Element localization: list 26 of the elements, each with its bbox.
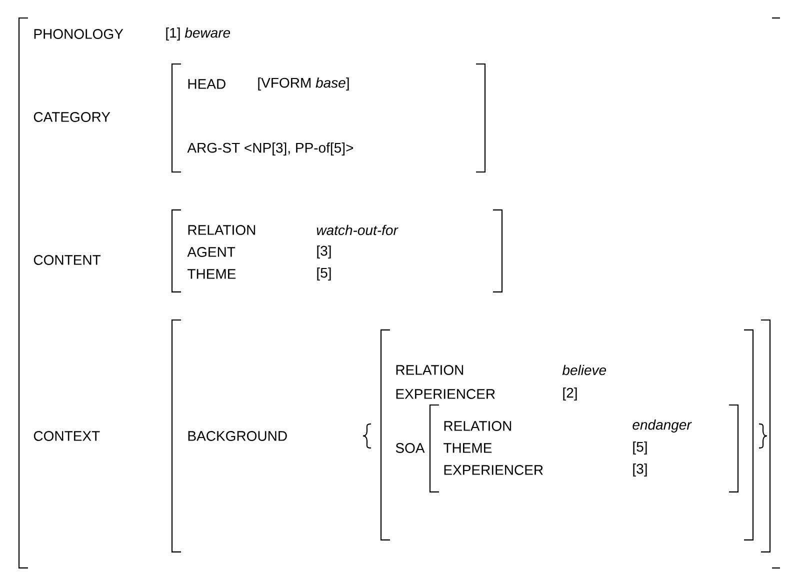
attribute-label: CONTEXT — [34, 431, 100, 441]
attribute-label: THEME — [188, 269, 236, 279]
attribute-label: BACKGROUND — [188, 431, 287, 441]
attribute-label: SOA — [396, 443, 425, 453]
attribute-label: HEAD — [188, 79, 226, 89]
attribute-label: CATEGORY — [34, 112, 110, 122]
attribute-label: AGENT — [187, 247, 236, 257]
attribute-label: ARG-ST <NP[3], PP-of[5]> — [187, 142, 354, 156]
attribute-label: PHONOLOGY — [34, 29, 124, 39]
attribute-label: THEME — [444, 443, 492, 453]
attribute-label: CONTENT — [34, 255, 101, 265]
attribute-label: RELATION — [444, 421, 512, 431]
attribute-label: EXPERIENCER — [396, 389, 495, 399]
value-text: watch-out-for — [316, 224, 398, 236]
value-text: [5] — [317, 267, 331, 280]
value-text: endanger — [632, 419, 692, 432]
value-text: [2] — [563, 387, 577, 400]
value-text: [3] — [317, 245, 331, 258]
attribute-label: RELATION — [188, 225, 256, 235]
value-text: [VFORM base] — [258, 77, 349, 90]
value-text: [1] beware — [166, 27, 230, 40]
attribute-label: EXPERIENCER — [444, 465, 543, 475]
attribute-label: RELATION — [396, 365, 464, 375]
value-text: [5] — [633, 441, 647, 454]
value-text: believe — [562, 364, 606, 376]
value-text: [3] — [633, 463, 647, 476]
